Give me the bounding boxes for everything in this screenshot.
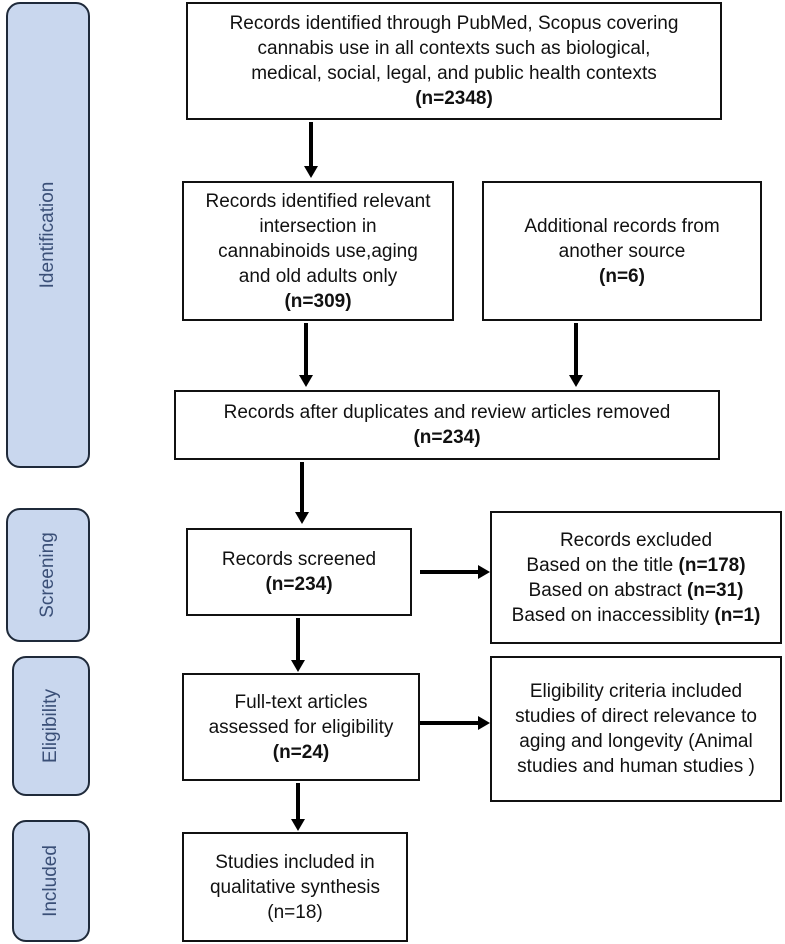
- box-additional-records-count: (n=6): [599, 265, 645, 287]
- box-eligibility-criteria-line3: aging and longevity (Animal: [519, 731, 753, 752]
- excluded-inaccessibility-count: (n=1): [714, 604, 761, 626]
- phase-eligibility: Eligibility: [12, 656, 90, 796]
- box-records-identified-line1: Records identified through PubMed, Scopu…: [229, 13, 679, 34]
- arrow-relevant-to-dedup-head: [299, 375, 313, 387]
- phase-eligibility-label: Eligibility: [40, 689, 61, 763]
- box-eligibility-criteria-line1: Eligibility criteria included: [529, 681, 743, 702]
- excluded-abstract-text: Based on abstract: [528, 579, 687, 601]
- box-additional-records-line1: Additional records from: [524, 215, 720, 237]
- phase-identification-label: Identification: [37, 181, 58, 289]
- excluded-title-text: Based on the title: [526, 554, 679, 576]
- box-records-excluded: Records excluded Based on the title (n=1…: [490, 511, 782, 644]
- box-after-duplicates-line1: Records after duplicates and review arti…: [223, 402, 671, 423]
- box-studies-included: Studies included in qualitative synthesi…: [182, 832, 408, 942]
- excluded-abstract-count: (n=31): [686, 579, 744, 601]
- box-records-excluded-line4: Based on inaccessiblity (n=1): [512, 603, 761, 628]
- box-records-relevant: Records identified relevant intersection…: [182, 181, 454, 321]
- box-records-relevant-line1: Records identified relevant: [205, 190, 431, 212]
- arrow-additional-to-dedup-head: [569, 375, 583, 387]
- box-records-screened: Records screened (n=234): [186, 528, 412, 616]
- arrow-fulltext-to-criteria-head: [478, 716, 490, 730]
- box-records-relevant-count: (n=309): [284, 290, 352, 312]
- arrow-screened-to-fulltext-head: [291, 660, 305, 672]
- box-records-screened-count: (n=234): [265, 574, 333, 595]
- excluded-title-count: (n=178): [678, 554, 746, 576]
- box-additional-records: Additional records from another source (…: [482, 181, 762, 321]
- phase-screening: Screening: [6, 508, 90, 642]
- excluded-inaccessibility-text: Based on inaccessiblity: [511, 604, 715, 626]
- box-records-relevant-line2: intersection in: [259, 215, 377, 237]
- box-records-identified-line3: medical, social, legal, and public healt…: [251, 63, 657, 84]
- phase-included-label: Included: [40, 845, 61, 917]
- box-eligibility-criteria-line2: studies of direct relevance to: [515, 706, 757, 727]
- arrow-additional-to-dedup: [574, 323, 578, 375]
- arrow-dedup-to-screened-head: [295, 512, 309, 524]
- box-records-relevant-line3: cannabinoids use,aging: [218, 240, 418, 262]
- arrow-relevant-to-dedup: [304, 323, 308, 375]
- arrow-dedup-to-screened: [300, 462, 304, 512]
- box-records-identified: Records identified through PubMed, Scopu…: [186, 2, 722, 120]
- arrow-screened-to-excluded: [420, 570, 478, 574]
- box-after-duplicates-count: (n=234): [413, 427, 481, 448]
- box-full-text-count: (n=24): [272, 741, 330, 763]
- arrow-identified-to-relevant: [309, 122, 313, 166]
- box-full-text-line2: assessed for eligibility: [208, 716, 394, 738]
- box-records-identified-count: (n=2348): [415, 88, 493, 109]
- box-eligibility-criteria: Eligibility criteria included studies of…: [490, 656, 782, 802]
- box-records-excluded-line3: Based on abstract (n=31): [529, 578, 744, 603]
- arrow-fulltext-to-included: [296, 783, 300, 819]
- box-studies-included-line1: Studies included in: [215, 851, 375, 873]
- box-after-duplicates: Records after duplicates and review arti…: [174, 390, 720, 460]
- arrow-screened-to-fulltext: [296, 618, 300, 660]
- box-additional-records-line2: another source: [558, 240, 686, 262]
- box-records-excluded-line2: Based on the title (n=178): [526, 553, 745, 578]
- arrow-fulltext-to-criteria: [420, 721, 478, 725]
- box-records-screened-line1: Records screened: [221, 549, 377, 570]
- arrow-screened-to-excluded-head: [478, 565, 490, 579]
- arrow-identified-to-relevant-head: [304, 166, 318, 178]
- box-studies-included-line2: qualitative synthesis: [209, 876, 381, 898]
- prisma-flow-diagram: Identification Screening Eligibility Inc…: [6, 2, 782, 942]
- arrow-fulltext-to-included-head: [291, 819, 305, 831]
- phase-screening-label: Screening: [37, 532, 58, 618]
- box-records-excluded-line1: Records excluded: [559, 529, 713, 551]
- phase-included: Included: [12, 820, 90, 942]
- box-full-text-line1: Full-text articles: [234, 691, 368, 713]
- box-full-text-articles: Full-text articles assessed for eligibil…: [182, 673, 420, 781]
- box-records-identified-line2: cannabis use in all contexts such as bio…: [257, 38, 651, 59]
- phase-identification: Identification: [6, 2, 90, 468]
- box-records-relevant-line4: and old adults only: [238, 265, 398, 287]
- box-eligibility-criteria-line4: studies and human studies ): [517, 756, 755, 777]
- box-studies-included-count: (n=18): [267, 901, 323, 923]
